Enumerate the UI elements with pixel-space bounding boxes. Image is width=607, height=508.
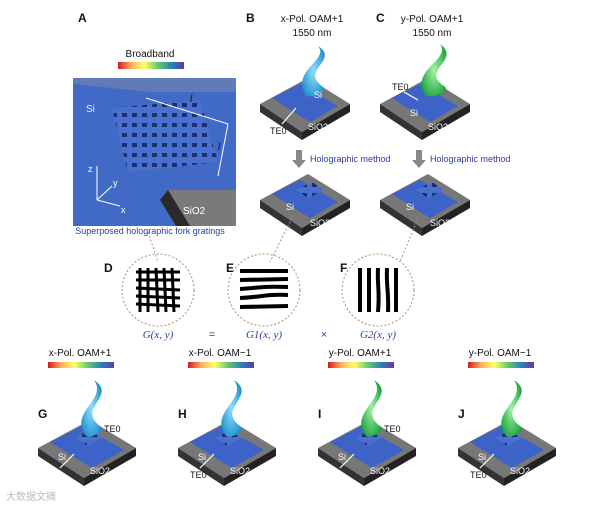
panel-d: D xyxy=(104,254,194,326)
panel-i-si: Si xyxy=(338,452,346,462)
panel-g-colorbar xyxy=(48,362,114,368)
panel-f-letter: F xyxy=(340,261,347,275)
beam-b xyxy=(302,46,325,96)
panel-h-te: TE0 xyxy=(190,470,207,480)
panel-j-te: TE0 xyxy=(470,470,487,480)
chip-c-sio2: SiO2 xyxy=(428,122,448,132)
panel-a-si-label: Si xyxy=(86,104,95,115)
panel-g-title: x-Pol. OAM+1 xyxy=(49,348,112,359)
panel-d-letter: D xyxy=(104,261,113,275)
grating-pattern-f xyxy=(356,268,400,312)
panel-h-beam xyxy=(221,380,241,436)
panel-h-sio2: SiO2 xyxy=(230,466,250,476)
panel-a-grating xyxy=(112,100,218,172)
arrow-holographic-b xyxy=(292,150,306,168)
panel-i-title: y-Pol. OAM+1 xyxy=(329,348,392,359)
panel-j-title: y-Pol. OAM−1 xyxy=(469,348,532,359)
broadband-colorbar xyxy=(118,62,184,69)
panel-h-si: Si xyxy=(198,452,206,462)
panel-i-te: TE0 xyxy=(384,424,401,434)
panel-a-letter: A xyxy=(78,11,87,25)
panel-g-te: TE0 xyxy=(104,424,121,434)
holographic-label-c: Holographic method xyxy=(430,154,511,164)
grating-pattern-d xyxy=(136,268,180,312)
axis-z: z xyxy=(88,164,93,174)
equation-equals: = xyxy=(209,329,215,341)
panel-h-letter: H xyxy=(178,407,187,421)
panel-j-beam xyxy=(501,380,521,436)
panel-g-si: Si xyxy=(58,452,66,462)
panel-f: F xyxy=(340,254,414,326)
panel-c: C y-Pol. OAM+1 1550 nm TE0 Si SiO2 Holog… xyxy=(376,11,511,236)
chip-b2-sio2: SiO2 xyxy=(310,218,330,228)
equation-g1: G1(x, y) xyxy=(246,329,282,341)
chip-c-te: TE0 xyxy=(392,82,409,92)
panel-h-colorbar xyxy=(188,362,254,368)
panel-c-letter: C xyxy=(376,11,385,25)
panel-j-colorbar xyxy=(468,362,534,368)
chip-c2-sio2: SiO2 xyxy=(430,218,450,228)
panel-b-title1: x-Pol. OAM+1 xyxy=(281,14,344,25)
watermark: 大数据文摘 xyxy=(6,490,56,503)
panel-g-sio2: SiO2 xyxy=(90,466,110,476)
chip-b-sio2: SiO2 xyxy=(308,122,328,132)
panel-g-letter: G xyxy=(38,407,47,421)
axis-y: y xyxy=(113,178,118,188)
panel-b-letter: B xyxy=(246,11,255,25)
panel-i-sio2: SiO2 xyxy=(370,466,390,476)
panel-e: E xyxy=(226,254,300,326)
panel-h-title: x-Pol. OAM−1 xyxy=(189,348,252,359)
arrow-holographic-c xyxy=(412,150,426,168)
panel-c-title2: 1550 nm xyxy=(413,28,452,39)
grating-pattern-e xyxy=(240,268,288,312)
broadband-label: Broadband xyxy=(126,49,175,60)
chip-c-si: Si xyxy=(410,108,418,118)
panel-i-colorbar xyxy=(328,362,394,368)
panel-i-beam xyxy=(361,380,381,436)
chip-c2-si: Si xyxy=(406,202,414,212)
panel-c-title1: y-Pol. OAM+1 xyxy=(401,14,464,25)
panel-a-sio2-label: SiO2 xyxy=(183,206,206,217)
chip-b-si: Si xyxy=(314,90,322,100)
panel-b-title2: 1550 nm xyxy=(293,28,332,39)
panel-j-si: Si xyxy=(478,452,486,462)
panel-i-letter: I xyxy=(318,407,321,421)
panel-a-caption: Superposed holographic fork gratings xyxy=(75,226,225,236)
panel-g-beam xyxy=(81,380,101,436)
panel-b: B x-Pol. OAM+1 1550 nm Si SiO2 TE0 Holog… xyxy=(246,11,391,236)
equation: G(x, y) = G1(x, y) × G2(x, y) xyxy=(143,329,397,341)
panel-j-sio2: SiO2 xyxy=(510,466,530,476)
panel-e-letter: E xyxy=(226,261,234,275)
equation-g: G(x, y) xyxy=(143,329,174,341)
axis-x: x xyxy=(121,205,126,215)
panel-a: A Broadband Si SiO2 l l z y x Superposed… xyxy=(73,11,236,236)
chip-b-te: TE0 xyxy=(270,126,287,136)
panel-j-letter: J xyxy=(458,407,465,421)
holographic-label-b: Holographic method xyxy=(310,154,391,164)
equation-g2: G2(x, y) xyxy=(360,329,396,341)
equation-times: × xyxy=(321,329,327,341)
beam-c xyxy=(422,44,447,96)
connector-a-d xyxy=(148,232,158,262)
chip-b2-si: Si xyxy=(286,202,294,212)
